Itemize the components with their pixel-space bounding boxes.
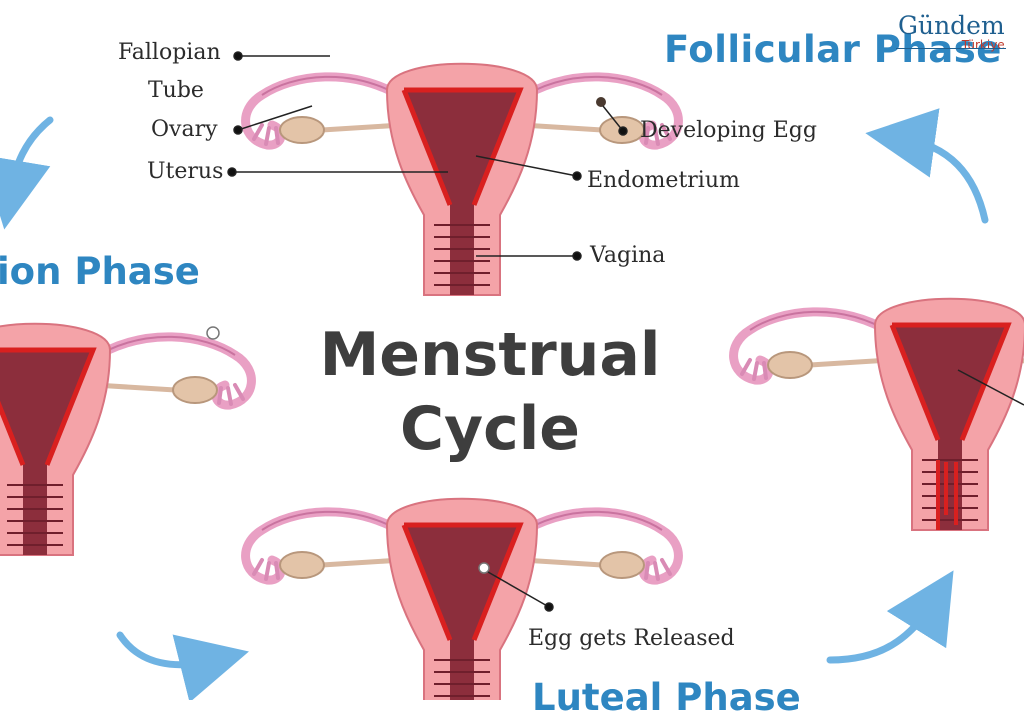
watermark-sub: Türkiye xyxy=(961,38,1005,52)
label-vagina: Vagina xyxy=(590,243,666,268)
label-fallopian: Fallopian xyxy=(118,40,221,65)
leader-lines xyxy=(227,51,1024,612)
title-line-2: Cycle xyxy=(400,394,580,464)
watermark-divider xyxy=(896,48,1006,49)
diagram-canvas xyxy=(0,51,1024,700)
label-developing-egg: Developing Egg xyxy=(640,118,817,143)
phase-title-ovulation: ion Phase xyxy=(0,250,200,293)
curved-arrow-icon xyxy=(0,108,989,700)
label-egg-released: Egg gets Released xyxy=(528,626,735,651)
uterus-diagram-ovulation xyxy=(0,324,251,555)
label-ovary: Ovary xyxy=(151,117,218,142)
uterus-diagram-luteal xyxy=(246,499,679,700)
label-endometrium: Endometrium xyxy=(587,168,740,193)
developing-egg-marker xyxy=(594,95,608,109)
phase-title-follicular: Follicular Phase xyxy=(664,28,1002,71)
label-tube: Tube xyxy=(148,78,204,103)
uterus-diagram-menstrual xyxy=(734,299,1024,530)
watermark-logo: Gündem Türkiye xyxy=(896,11,1006,52)
phase-title-luteal: Luteal Phase xyxy=(532,676,801,719)
title-line-1: Menstrual xyxy=(319,320,661,390)
diagram-title: Menstrual Cycle xyxy=(300,318,680,466)
watermark-main: Gündem xyxy=(898,11,1005,40)
label-uterus: Uterus xyxy=(147,159,224,184)
